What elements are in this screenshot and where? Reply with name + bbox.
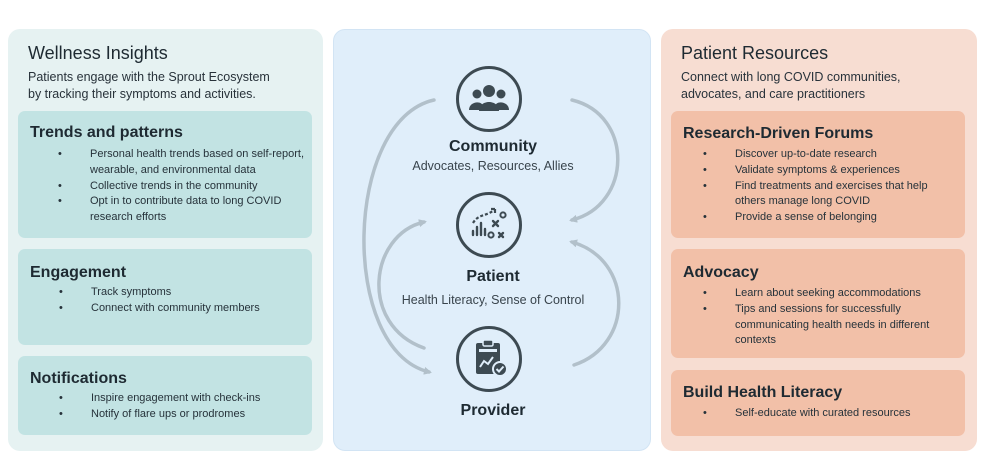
engagement-card: Engagement Track symptoms Connect with c… [18, 249, 312, 345]
item-line: Opt in to contribute data to long COVID [90, 195, 282, 208]
patient-subtitle: Health Literacy, Sense of Control [401, 293, 585, 307]
list-item: Track symptoms [59, 285, 260, 301]
card-title: Build Health Literacy [683, 384, 843, 401]
item-line: others manage long COVID [735, 195, 871, 208]
list-item: Personal health trends based on self-rep… [58, 147, 304, 179]
list-item: Connect with community members [59, 301, 260, 317]
ecosystem-panel: Community Advocates, Resources, Allies P… [333, 29, 651, 451]
subtitle-line: Connect with long COVID communities, [681, 70, 901, 84]
item-line: Track symptoms [91, 286, 172, 298]
list-item: Self-educate with curated resources [703, 406, 910, 422]
list-item: Discover up-to-date research [703, 147, 928, 163]
community-subtitle: Advocates, Resources, Allies [412, 159, 574, 173]
list-item: Opt in to contribute data to long COVID … [58, 194, 304, 226]
provider-label: Provider [460, 402, 526, 419]
bullet-list: Learn about seeking accommodations Tips … [703, 286, 929, 349]
item-line: Notify of flare ups or prodromes [91, 407, 246, 420]
card-title: Research-Driven Forums [683, 125, 874, 142]
card-title: Engagement [30, 264, 127, 281]
item-line: Self-educate with curated resources [735, 407, 911, 419]
card-title: Notifications [30, 370, 127, 387]
arrow-provider-to-patient [377, 219, 427, 350]
list-item: Tips and sessions for successfully commu… [703, 302, 929, 349]
item-line: Inspire engagement with check-ins [91, 392, 261, 404]
item-line: Discover up-to-date research [735, 148, 877, 160]
item-line: Find treatments and exercises that help [735, 179, 928, 192]
bullet-list: Self-educate with curated resources [703, 406, 910, 422]
research-forums-card: Research-Driven Forums Discover up-to-da… [671, 111, 965, 238]
advocacy-card: Advocacy Learn about seeking accommodati… [671, 249, 965, 358]
subtitle-line: advocates, and care practitioners [681, 87, 866, 101]
item-line: wearable, and environmental data [90, 163, 256, 176]
list-item: Learn about seeking accommodations [703, 286, 929, 302]
subtitle-line: by tracking their symptoms and activitie… [28, 87, 256, 101]
patient-resources-subtitle: Connect with long COVID communities, adv… [681, 69, 901, 103]
item-line: contexts [735, 334, 776, 347]
item-line: Tips and sessions for successfully [735, 302, 901, 315]
cycle-arrows [362, 98, 621, 375]
item-line: Provide a sense of belonging [735, 211, 877, 224]
community-icon [456, 66, 522, 132]
list-item: Find treatments and exercises that help … [703, 179, 928, 211]
item-line: Validate symptoms & experiences [735, 163, 900, 176]
item-line: communicating health needs in different [735, 318, 930, 331]
subtitle-line: Patients engage with the Sprout Ecosyste… [28, 70, 270, 84]
item-line: research efforts [90, 211, 167, 224]
item-line: Collective trends in the community [90, 179, 258, 192]
bullet-list: Track symptoms Connect with community me… [59, 285, 260, 317]
health-literacy-card: Build Health Literacy Self-educate with … [671, 370, 965, 436]
item-line: Personal health trends based on self-rep… [90, 148, 305, 160]
arrow-community-to-provider [362, 98, 436, 375]
wellness-insights-subtitle: Patients engage with the Sprout Ecosyste… [28, 69, 270, 103]
item-line: Learn about seeking accommodations [735, 287, 921, 299]
list-item: Collective trends in the community [58, 179, 304, 195]
arrow-patient-to-provider [569, 239, 621, 367]
list-item: Provide a sense of belonging [703, 210, 928, 226]
item-line: Connect with community members [91, 301, 260, 314]
wellness-insights-panel: Wellness Insights Patients engage with t… [8, 29, 323, 451]
bullet-list: Inspire engagement with check-ins Notify… [59, 391, 260, 423]
card-title: Advocacy [683, 264, 759, 281]
bullet-list: Personal health trends based on self-rep… [58, 147, 304, 226]
clipboard-check-icon [456, 326, 522, 392]
strategy-icon [456, 192, 522, 258]
arrow-provider-to-community [569, 98, 620, 223]
trends-card: Trends and patterns Personal health tren… [18, 111, 312, 238]
patient-resources-panel: Patient Resources Connect with long COVI… [661, 29, 977, 451]
list-item: Validate symptoms & experiences [703, 163, 928, 179]
card-title: Trends and patterns [30, 124, 183, 141]
patient-label: Patient [466, 268, 520, 285]
wellness-insights-title: Wellness Insights [28, 43, 168, 63]
notifications-card: Notifications Inspire engagement with ch… [18, 356, 312, 435]
bullet-list: Discover up-to-date research Validate sy… [703, 147, 928, 226]
patient-resources-title: Patient Resources [681, 43, 829, 63]
list-item: Notify of flare ups or prodromes [59, 407, 260, 423]
community-label: Community [449, 138, 537, 155]
list-item: Inspire engagement with check-ins [59, 391, 260, 407]
